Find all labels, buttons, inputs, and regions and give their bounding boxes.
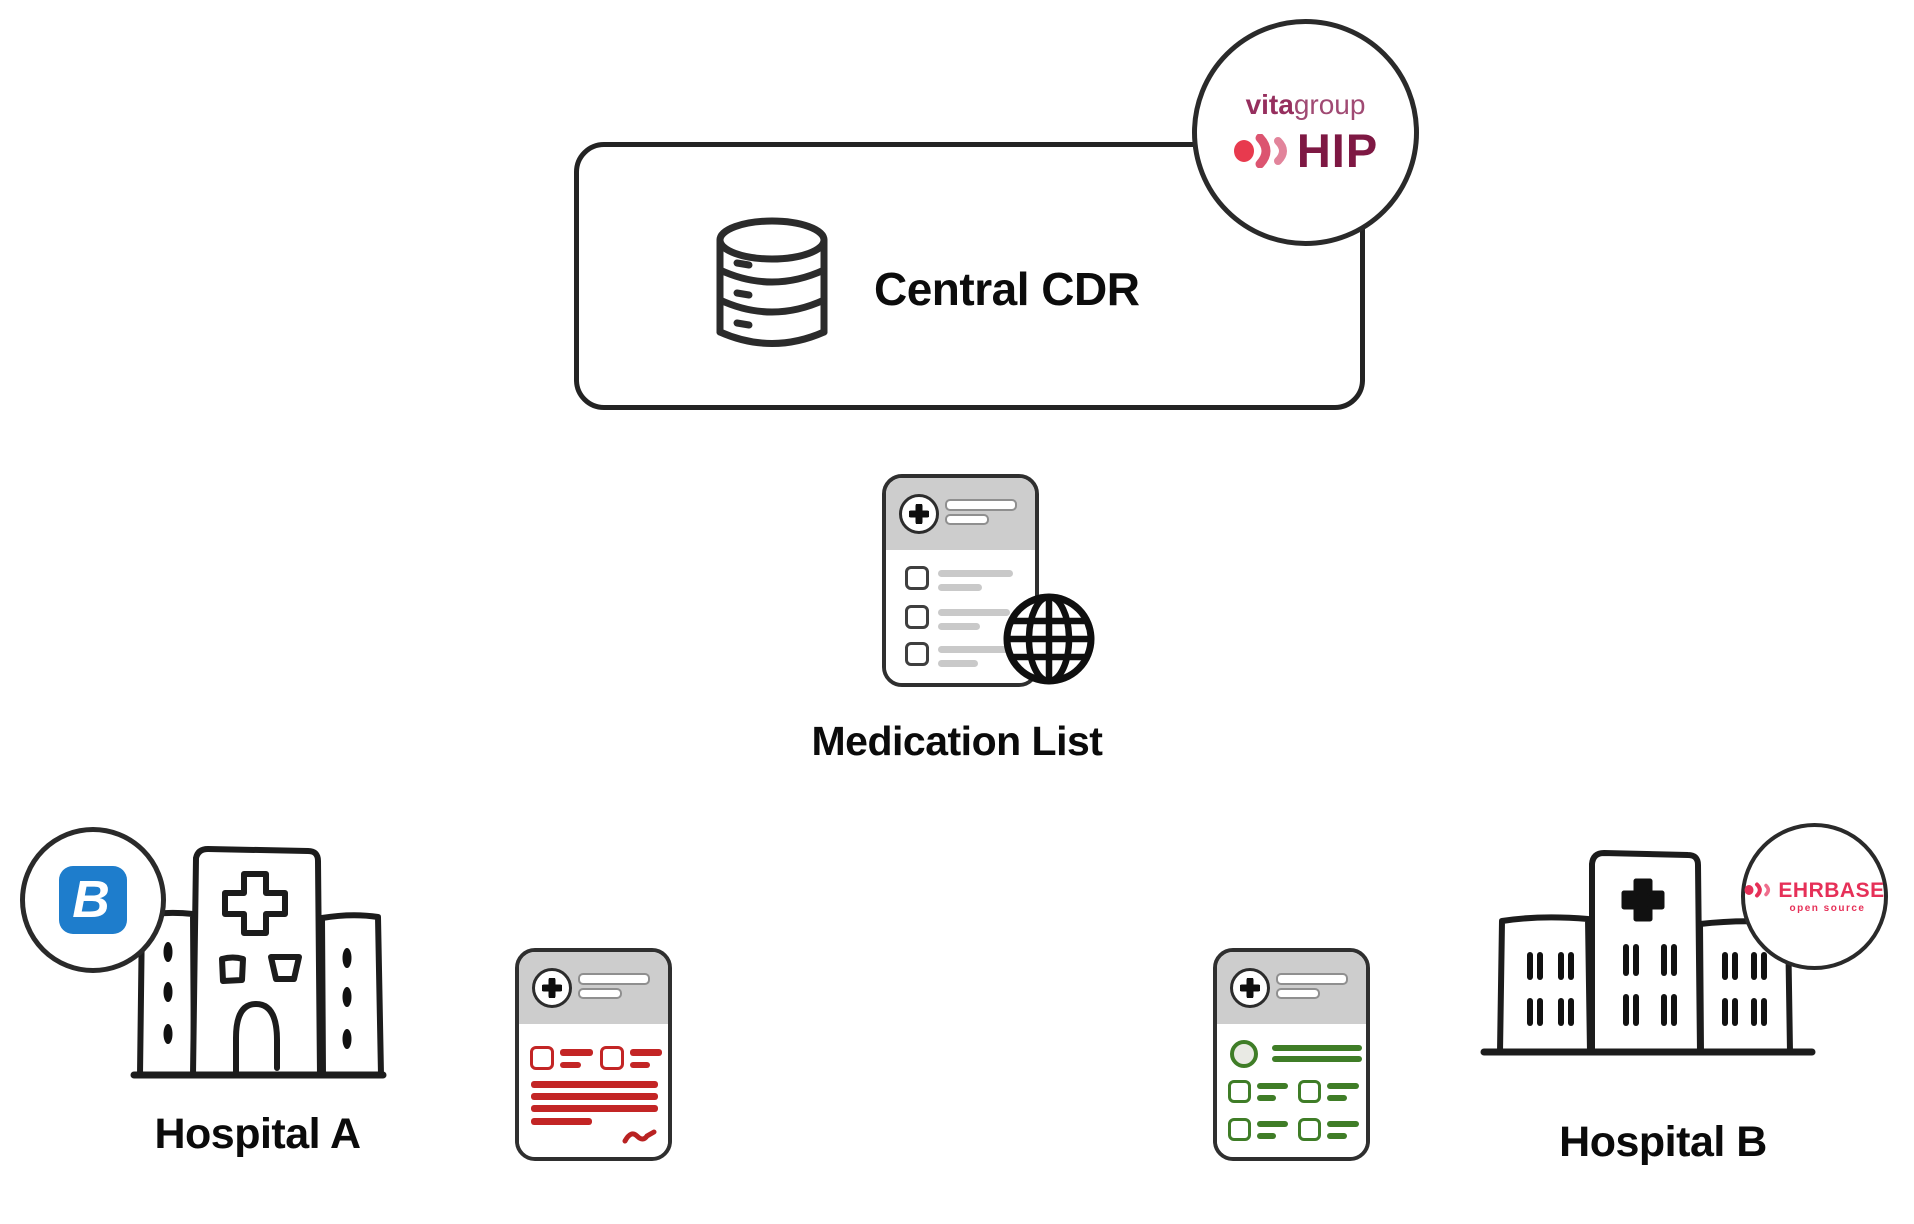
vitagroup-hip-badge: vitagroup HIP [1192, 19, 1419, 246]
medication-list-card [882, 474, 1039, 687]
central-cdr-label: Central CDR [874, 263, 1140, 315]
form-line [630, 1062, 650, 1068]
list-line [938, 660, 978, 667]
checkbox-icon [905, 566, 929, 590]
green-document-card [1213, 948, 1370, 1161]
document-title-bar [1276, 988, 1320, 999]
document-title-bar [945, 514, 989, 525]
medical-cross-icon [532, 968, 572, 1008]
document-title-bar [945, 499, 1017, 511]
text-line [531, 1093, 658, 1100]
ehrbase-wordmark: EHRBASE [1778, 878, 1885, 902]
text-line [1272, 1056, 1362, 1062]
checkbox-icon [905, 605, 929, 629]
ehrbase-tagline: open source [1789, 902, 1866, 914]
better-logo: B [59, 866, 127, 934]
form-line [1257, 1095, 1276, 1101]
hospital-b-label: Hospital B [1559, 1118, 1767, 1166]
hospital-b-building-icon [1480, 850, 1816, 1056]
text-line [531, 1105, 658, 1112]
document-title-bar [578, 973, 650, 985]
checkbox-icon [600, 1046, 624, 1070]
better-badge: B [20, 827, 166, 973]
medical-cross-icon [1230, 968, 1270, 1008]
checkbox-icon [530, 1046, 554, 1070]
hip-wordmark: HIP [1296, 124, 1379, 177]
form-line [1257, 1083, 1288, 1089]
hospital-a-label: Hospital A [154, 1110, 361, 1158]
vitagroup-dots-icon [1233, 133, 1287, 168]
checkbox-icon [1228, 1118, 1251, 1141]
list-line [938, 570, 1013, 577]
form-line [560, 1062, 581, 1068]
list-line [938, 584, 982, 591]
form-line [1257, 1133, 1276, 1139]
checkbox-icon [1298, 1080, 1321, 1103]
list-line [938, 609, 1010, 616]
ehrbase-dots-icon [1744, 882, 1771, 898]
checkbox-icon [1298, 1118, 1321, 1141]
status-circle-icon [1230, 1040, 1258, 1068]
list-line [938, 646, 1011, 653]
form-line [560, 1049, 593, 1056]
document-title-bar [1276, 973, 1348, 985]
red-document-card [515, 948, 672, 1161]
text-line [1272, 1045, 1362, 1051]
form-line [1327, 1133, 1347, 1139]
form-line [1257, 1121, 1288, 1127]
medical-cross-icon [899, 494, 939, 534]
ehrbase-badge: EHRBASE open source [1741, 823, 1888, 970]
list-line [938, 623, 980, 630]
globe-icon [1003, 593, 1095, 685]
hospital-a-building-icon [130, 846, 387, 1079]
medication-list-label: Medication List [811, 718, 1103, 764]
form-line [630, 1049, 662, 1056]
vitagroup-wordmark: vitagroup [1245, 89, 1366, 120]
database-icon [716, 217, 828, 347]
checkbox-icon [905, 642, 929, 666]
better-logo-letter: B [72, 871, 110, 929]
text-line [531, 1118, 592, 1125]
text-line [531, 1081, 658, 1088]
form-line [1327, 1083, 1359, 1089]
signature-squiggle-icon [622, 1129, 657, 1144]
form-line [1327, 1121, 1359, 1127]
checkbox-icon [1228, 1080, 1251, 1103]
form-line [1327, 1095, 1347, 1101]
document-title-bar [578, 988, 622, 999]
